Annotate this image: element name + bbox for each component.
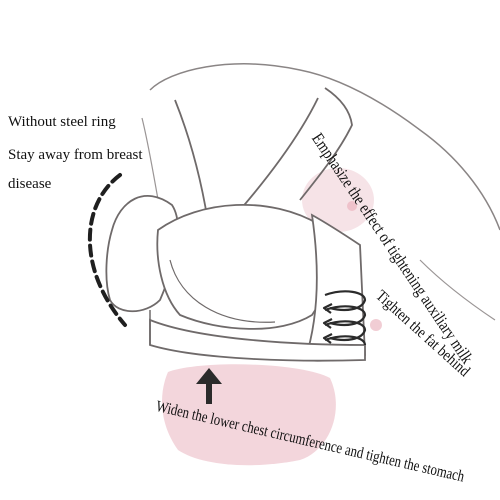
dashed-arc-icon xyxy=(87,173,127,327)
underband xyxy=(149,318,366,362)
right-strap-inner xyxy=(239,97,319,211)
right-cup-wire xyxy=(169,259,276,323)
side-dot-highlight xyxy=(347,201,357,211)
body-outline xyxy=(149,63,500,231)
stomach-highlight xyxy=(162,364,336,466)
right-strap-outer xyxy=(299,87,353,201)
armpit-highlight xyxy=(302,168,374,232)
stay-away-label: Stay away from breast xyxy=(8,147,143,163)
arm-back-outline xyxy=(419,259,496,321)
right-cup xyxy=(156,204,330,330)
left-cup xyxy=(105,195,179,313)
up-arrow-icon xyxy=(196,368,222,404)
steel-ring-label: Without steel ring xyxy=(8,114,116,130)
wrap-arrows-icon xyxy=(322,290,367,346)
disease-label: disease xyxy=(8,176,52,192)
back-dot-highlight xyxy=(370,319,382,331)
